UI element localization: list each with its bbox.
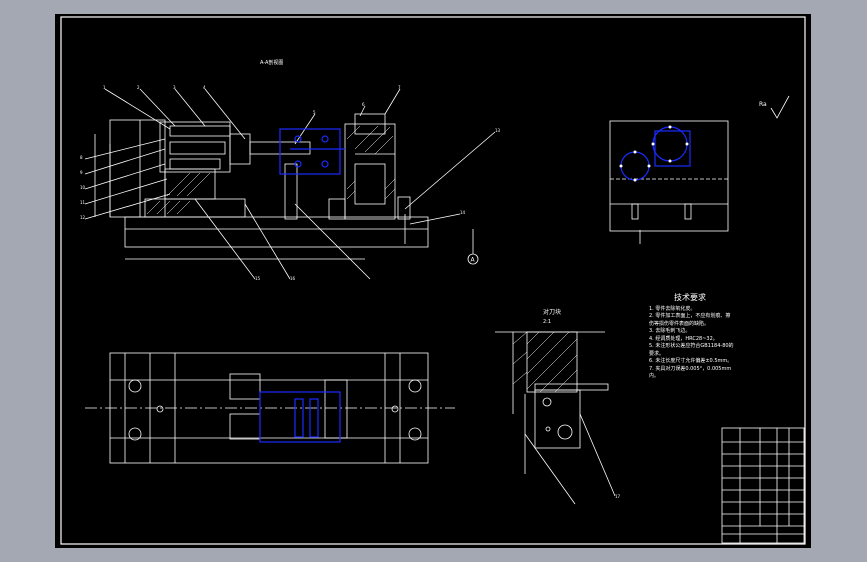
balloon-4: 4	[203, 85, 206, 90]
balloon-16: 16	[290, 276, 296, 281]
balloon-3: 3	[173, 85, 176, 90]
balloon-17: 17	[615, 494, 621, 499]
detail-view	[495, 95, 790, 505]
tech-item: 1. 零件去除氧化皮。	[649, 305, 696, 312]
tech-requirements: 技术要求 1. 零件去除氧化皮。 2. 零件加工表面上，不应有划痕、擦 伤等损伤…	[649, 294, 809, 381]
balloon-15: 15	[255, 276, 261, 281]
section-label: A-A剖视图	[260, 59, 283, 66]
tech-item: 要求。	[649, 350, 665, 357]
balloon-12: 12	[80, 215, 86, 220]
balloon-8: 8	[80, 155, 83, 160]
title-block	[721, 427, 805, 544]
balloon-11: 11	[80, 200, 86, 205]
tech-item: 5. 未注形状公差应符合GB1184-80的	[649, 343, 734, 349]
tech-item: 3. 去除毛刺飞边。	[649, 328, 691, 334]
roughness-symbol: Ra	[759, 101, 767, 108]
balloon-1: 1	[103, 85, 106, 90]
balloon-7: 7	[398, 85, 401, 90]
tech-item: 4. 经调质处理，HRC28~32。	[649, 335, 718, 342]
front-section-view	[84, 88, 496, 280]
side-view	[609, 120, 729, 244]
tech-requirements-title: 技术要求	[674, 293, 706, 302]
tech-item: 7. 夹具对刀误差0.005°，0.005mm	[649, 365, 732, 372]
detail-label: 对刀块	[543, 308, 561, 316]
outer-frame	[60, 16, 806, 545]
drawing-sheet: A-A剖视图 对刀块 2:1 Ra A 1 2 3 4 5 6 7 8 9 10…	[55, 14, 811, 548]
balloon-14: 14	[460, 210, 466, 215]
balloon-13: 13	[495, 128, 501, 133]
tech-item: 伤等损伤零件表面的缺陷。	[649, 320, 710, 327]
datum-label: A	[471, 257, 476, 264]
tech-item: 2. 零件加工表面上，不应有划痕、擦	[649, 313, 731, 319]
tech-item: 内。	[649, 373, 660, 379]
tech-item: 6. 未注长度尺寸允许偏差±0.5mm。	[649, 358, 733, 364]
balloon-9: 9	[80, 170, 83, 175]
datum-circle	[467, 253, 479, 265]
highlighted-parts	[259, 126, 691, 443]
top-plan-view	[85, 352, 455, 464]
balloon-2: 2	[137, 85, 140, 90]
detail-scale: 2:1	[543, 319, 551, 325]
balloon-5: 5	[313, 110, 316, 115]
cad-drawing: A-A剖视图 对刀块 2:1 Ra A 1 2 3 4 5 6 7 8 9 10…	[60, 16, 806, 545]
balloon-10: 10	[80, 185, 86, 190]
balloon-6: 6	[362, 102, 365, 107]
